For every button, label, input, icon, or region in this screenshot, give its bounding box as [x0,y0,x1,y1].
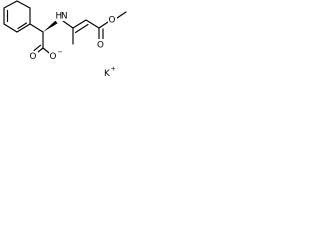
chemical-structure: H N O O O O − K + [3,0,127,80]
ester-methoxy-oxygen: O [108,15,117,26]
positive-charge: + [111,65,116,73]
oxygen-label: O [97,41,104,51]
bond [62,20,74,29]
double-bond [74,23,89,34]
amine-label: H N [54,10,68,22]
bond [16,0,31,9]
bond [3,0,18,9]
amine-n: N [61,12,68,22]
oxygen-label: O [30,52,37,62]
bond [3,23,18,33]
bond [85,19,100,29]
carboxylate-oxygen-anion: O − [49,48,63,62]
negative-charge: − [58,48,63,56]
oxygen-label: O [50,52,57,62]
oxygen-label: O [109,16,116,26]
amine-h: H [56,12,63,22]
cyclohexadiene-ring [3,0,31,33]
bond [29,23,44,33]
wedge-bond [43,20,58,32]
bond [116,11,127,19]
potassium-counterion: K + [104,65,116,80]
carboxylate-oxygen-double: O [29,51,38,62]
bond [72,19,87,29]
bond [98,21,109,29]
ester-carbonyl-oxygen: O [96,39,106,51]
potassium-label: K [104,69,110,79]
double-bond [33,44,42,52]
double-bond-inner [17,22,28,30]
bond [16,23,31,33]
